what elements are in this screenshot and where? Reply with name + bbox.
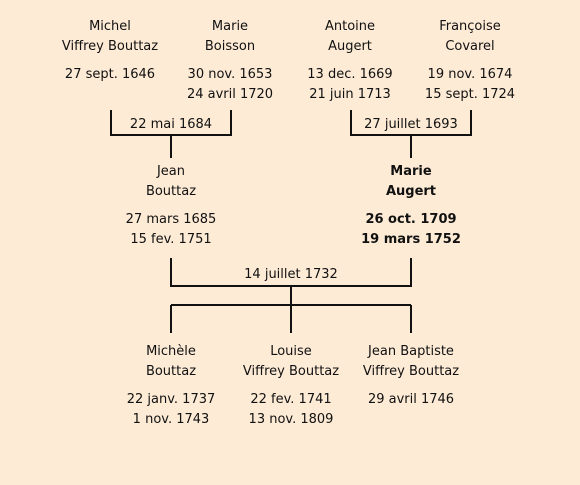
person-francoise-covarel: Françoise Covarel 19 nov. 1674 15 sept. … bbox=[400, 17, 540, 105]
person-first-name: Michèle bbox=[146, 344, 196, 359]
person-death-date: 15 fev. 1751 bbox=[130, 232, 212, 247]
person-death-date: 24 avril 1720 bbox=[186, 87, 274, 102]
person-last-name: Covarel bbox=[445, 39, 495, 54]
person-last-name: Augert bbox=[385, 184, 437, 199]
person-death-date: 1 nov. 1743 bbox=[132, 412, 210, 427]
person-michel-viffrey-bouttaz: Michel Viffrey Bouttaz 27 sept. 1646 bbox=[40, 17, 180, 85]
person-first-name: Antoine bbox=[324, 19, 376, 34]
person-death-date: 19 mars 1752 bbox=[361, 232, 461, 247]
child-jean-baptiste-viffrey-bouttaz: Jean Baptiste Viffrey Bouttaz 29 avril 1… bbox=[341, 342, 481, 410]
person-birth-date: 19 nov. 1674 bbox=[427, 67, 513, 82]
person-birth-date: 30 nov. 1653 bbox=[187, 67, 273, 82]
person-first-name: Jean Baptiste bbox=[368, 344, 454, 359]
person-death-date: 13 nov. 1809 bbox=[248, 412, 334, 427]
person-jean-bouttaz: Jean Bouttaz 27 mars 1685 15 fev. 1751 bbox=[101, 162, 241, 250]
person-last-name: Bouttaz bbox=[145, 364, 197, 379]
person-birth-date: 22 janv. 1737 bbox=[126, 392, 216, 407]
person-death-date: 15 sept. 1724 bbox=[424, 87, 516, 102]
person-birth-date: 27 mars 1685 bbox=[125, 212, 217, 227]
person-first-name: Michel bbox=[89, 19, 131, 34]
person-antoine-augert: Antoine Augert 13 dec. 1669 21 juin 1713 bbox=[280, 17, 420, 105]
person-last-name: Bouttaz bbox=[145, 184, 197, 199]
marriage-date-left: 22 mai 1684 bbox=[129, 117, 213, 132]
person-first-name: Jean bbox=[156, 164, 186, 179]
person-marie-augert: Marie Augert 26 oct. 1709 19 mars 1752 bbox=[341, 162, 481, 250]
person-first-name: Marie bbox=[390, 164, 432, 179]
person-birth-date: 22 fev. 1741 bbox=[250, 392, 332, 407]
child-michele-bouttaz: Michèle Bouttaz 22 janv. 1737 1 nov. 174… bbox=[101, 342, 241, 430]
person-birth-date: 13 dec. 1669 bbox=[307, 67, 393, 82]
marriage-date-right: 27 juillet 1693 bbox=[364, 117, 458, 132]
child-louise-viffrey-bouttaz: Louise Viffrey Bouttaz 22 fev. 1741 13 n… bbox=[221, 342, 361, 430]
marriage-date-center: 14 juillet 1732 bbox=[244, 267, 338, 282]
person-birth-date: 26 oct. 1709 bbox=[365, 212, 457, 227]
person-last-name: Viffrey Bouttaz bbox=[362, 364, 460, 379]
person-last-name: Viffrey Bouttaz bbox=[242, 364, 340, 379]
person-marie-boisson: Marie Boisson 30 nov. 1653 24 avril 1720 bbox=[160, 17, 300, 105]
person-last-name: Viffrey Bouttaz bbox=[61, 39, 159, 54]
person-death-date: 21 juin 1713 bbox=[309, 87, 391, 102]
person-first-name: Marie bbox=[211, 19, 249, 34]
person-birth-date: 27 sept. 1646 bbox=[64, 67, 156, 82]
person-last-name: Boisson bbox=[204, 39, 256, 54]
person-first-name: Françoise bbox=[439, 19, 501, 34]
person-birth-date: 29 avril 1746 bbox=[367, 392, 455, 407]
person-first-name: Louise bbox=[270, 344, 312, 359]
person-last-name: Augert bbox=[328, 39, 372, 54]
